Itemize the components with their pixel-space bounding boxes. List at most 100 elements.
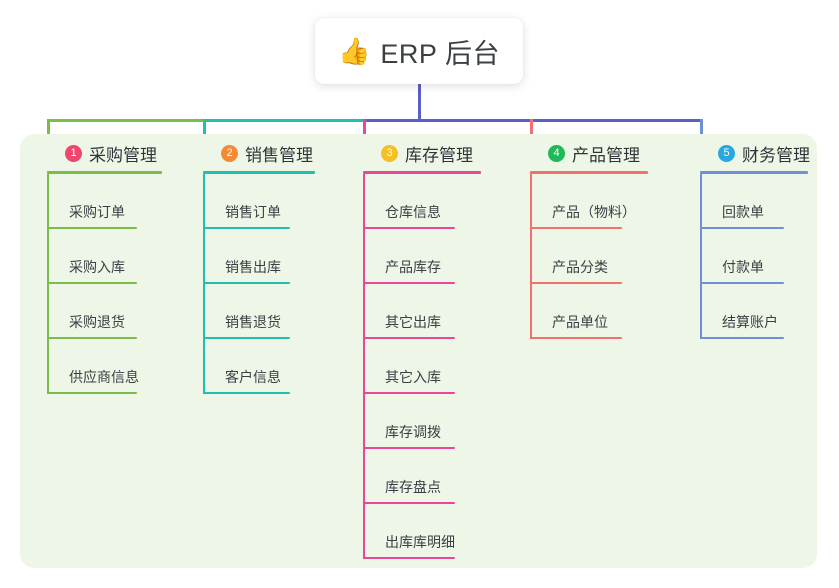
leaf-item-rule xyxy=(530,337,622,339)
column-header-4[interactable]: 4 产品管理 xyxy=(530,140,648,166)
leaf-item-label: 产品库存 xyxy=(385,259,441,275)
leaf-item[interactable]: 库存盘点 xyxy=(363,449,481,504)
leaf-item[interactable]: 其它入库 xyxy=(363,339,481,394)
leaf-item-rule xyxy=(203,337,290,339)
leaf-item-rule xyxy=(47,392,137,394)
column-title-5: 财务管理 xyxy=(742,145,810,165)
column-items-5: 回款单付款单结算账户 xyxy=(700,174,808,339)
column-rule-4 xyxy=(530,171,648,174)
leaf-item[interactable]: 采购退货 xyxy=(47,284,162,339)
column-spine-2 xyxy=(203,174,205,394)
leaf-item-rule xyxy=(700,337,784,339)
leaf-item-rule xyxy=(47,282,137,284)
column-header-5[interactable]: 5 财务管理 xyxy=(700,140,810,166)
leaf-item[interactable]: 产品分类 xyxy=(530,229,648,284)
column-rule-2 xyxy=(203,171,315,174)
leaf-item[interactable]: 其它出库 xyxy=(363,284,481,339)
leaf-item-label: 采购退货 xyxy=(69,314,125,330)
root-title: ERP 后台 xyxy=(380,38,500,69)
leaf-item[interactable]: 产品库存 xyxy=(363,229,481,284)
thumbs-up-icon: 👍 xyxy=(338,36,371,66)
leaf-item-label: 付款单 xyxy=(722,259,764,275)
leaf-item-label: 销售出库 xyxy=(225,259,281,275)
leaf-item-rule xyxy=(530,282,622,284)
column-items-1: 采购订单采购入库采购退货供应商信息 xyxy=(47,174,162,394)
column-drop-1 xyxy=(47,119,50,140)
leaf-item[interactable]: 仓库信息 xyxy=(363,174,481,229)
column-items-4: 产品（物料） 产品分类产品单位 xyxy=(530,174,648,339)
leaf-item[interactable]: 采购订单 xyxy=(47,174,162,229)
leaf-item-label: 采购订单 xyxy=(69,204,125,220)
leaf-item-rule xyxy=(203,227,290,229)
leaf-item[interactable]: 销售订单 xyxy=(203,174,315,229)
leaf-item-label: 产品（物料） xyxy=(552,204,636,220)
leaf-item-rule xyxy=(203,282,290,284)
leaf-item[interactable]: 销售退货 xyxy=(203,284,315,339)
leaf-item[interactable]: 结算账户 xyxy=(700,284,808,339)
column-title-4: 产品管理 xyxy=(572,145,640,165)
leaf-item[interactable]: 产品单位 xyxy=(530,284,648,339)
column-badge-3: 3 xyxy=(381,144,398,162)
leaf-item[interactable]: 采购入库 xyxy=(47,229,162,284)
leaf-item-rule xyxy=(363,392,455,394)
leaf-item-label: 出库库明细 xyxy=(385,534,455,550)
leaf-item-rule xyxy=(700,282,784,284)
leaf-item-rule xyxy=(203,392,290,394)
leaf-item-rule xyxy=(700,227,784,229)
root-node[interactable]: 👍 ERP 后台 xyxy=(315,18,523,84)
column-spine-4 xyxy=(530,174,532,339)
leaf-item-label: 回款单 xyxy=(722,204,764,220)
leaf-item[interactable]: 出库库明细 xyxy=(363,504,481,559)
leaf-item-label: 仓库信息 xyxy=(385,204,441,220)
leaf-item[interactable]: 客户信息 xyxy=(203,339,315,394)
leaf-item-label: 其它出库 xyxy=(385,314,441,330)
leaf-item[interactable]: 付款单 xyxy=(700,229,808,284)
column-items-2: 销售订单销售出库销售退货客户信息 xyxy=(203,174,315,394)
leaf-item[interactable]: 供应商信息 xyxy=(47,339,162,394)
leaf-item-rule xyxy=(363,227,455,229)
column-5: 5 财务管理回款单付款单结算账户 xyxy=(700,140,810,339)
leaf-item[interactable]: 回款单 xyxy=(700,174,808,229)
column-header-2[interactable]: 2 销售管理 xyxy=(203,140,315,166)
diagram-panel xyxy=(20,134,817,568)
column-badge-4: 4 xyxy=(548,144,565,162)
column-drop-5 xyxy=(700,119,703,140)
column-rule-1 xyxy=(47,171,162,174)
leaf-item[interactable]: 库存调拨 xyxy=(363,394,481,449)
bus-segment-4 xyxy=(419,119,530,122)
leaf-item-label: 产品单位 xyxy=(552,314,608,330)
root-connector-stub xyxy=(418,84,421,122)
column-badge-1: 1 xyxy=(65,144,82,162)
column-badge-5: 5 xyxy=(718,144,735,162)
column-rule-3 xyxy=(363,171,481,174)
column-title-2: 销售管理 xyxy=(245,145,313,165)
leaf-item-label: 销售退货 xyxy=(225,314,281,330)
leaf-item-rule xyxy=(47,227,137,229)
leaf-item-rule xyxy=(363,502,455,504)
leaf-item-rule xyxy=(363,447,455,449)
bus-segment-1 xyxy=(47,119,203,122)
column-drop-3 xyxy=(363,119,366,140)
leaf-item-label: 库存调拨 xyxy=(385,424,441,440)
leaf-item-label: 采购入库 xyxy=(69,259,125,275)
bus-segment-2 xyxy=(203,119,363,122)
column-spine-3 xyxy=(363,174,365,559)
leaf-item[interactable]: 产品（物料） xyxy=(530,174,648,229)
leaf-item-label: 库存盘点 xyxy=(385,479,441,495)
leaf-item-label: 结算账户 xyxy=(722,314,778,330)
leaf-item-label: 销售订单 xyxy=(225,204,281,220)
column-drop-4 xyxy=(530,119,533,140)
leaf-item-label: 其它入库 xyxy=(385,369,441,385)
leaf-item-rule xyxy=(363,557,455,559)
column-spine-5 xyxy=(700,174,702,339)
leaf-item[interactable]: 销售出库 xyxy=(203,229,315,284)
column-badge-2: 2 xyxy=(221,144,238,162)
column-4: 4 产品管理产品（物料） 产品分类产品单位 xyxy=(530,140,648,339)
leaf-item-label: 产品分类 xyxy=(552,259,608,275)
bus-segment-3 xyxy=(363,119,422,122)
leaf-item-rule xyxy=(363,282,455,284)
